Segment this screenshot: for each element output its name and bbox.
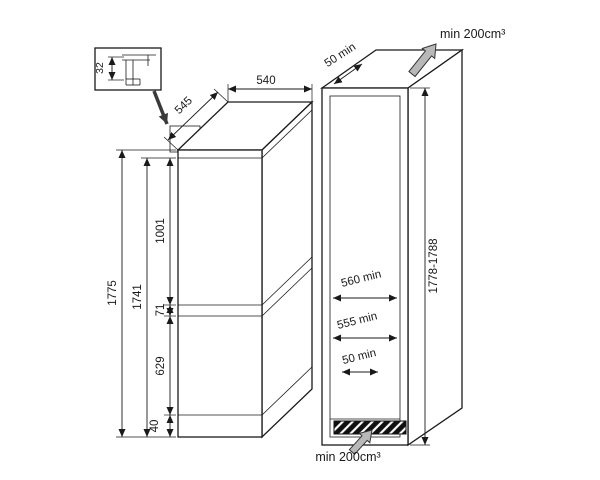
niche-top-vent-label: min 200cm³ — [440, 27, 505, 41]
appliance-front-face — [177, 149, 263, 438]
appliance-detail-lines — [178, 109, 313, 416]
detail-drawing — [122, 54, 156, 86]
niche-front-frame — [321, 87, 409, 446]
niche-height-range-label: 1778-1788 — [428, 239, 440, 294]
dim-1001-label: 1001 — [155, 218, 167, 244]
dim-40-label: 40 — [149, 420, 161, 433]
niche-drawing — [319, 48, 465, 447]
appliance-dimension-lines — [118, 85, 312, 437]
dim-540-label: 540 — [256, 75, 275, 87]
appliance-side-face — [261, 100, 313, 439]
niche-dimension-lines — [333, 63, 429, 445]
dim-629-label: 629 — [155, 356, 167, 375]
detail-dim-32: 32 — [94, 56, 124, 81]
dim-32-label: 32 — [94, 62, 106, 74]
niche-extension-lines — [410, 87, 430, 446]
niche-bottom-vent-label: min 200cm³ — [315, 450, 380, 464]
dim-71-label: 71 — [155, 304, 167, 317]
dim-545-label: 545 — [173, 95, 195, 117]
vent-airflow-arrow-top — [408, 43, 437, 78]
vent-airflow-arrow-bottom — [348, 429, 373, 456]
detail-leader-arrow — [152, 90, 169, 125]
dim-1741-label: 1741 — [132, 284, 144, 310]
dim-1775-label: 1775 — [107, 280, 119, 306]
appliance-drawing — [176, 100, 314, 439]
detail-inset: 32 — [94, 47, 201, 153]
